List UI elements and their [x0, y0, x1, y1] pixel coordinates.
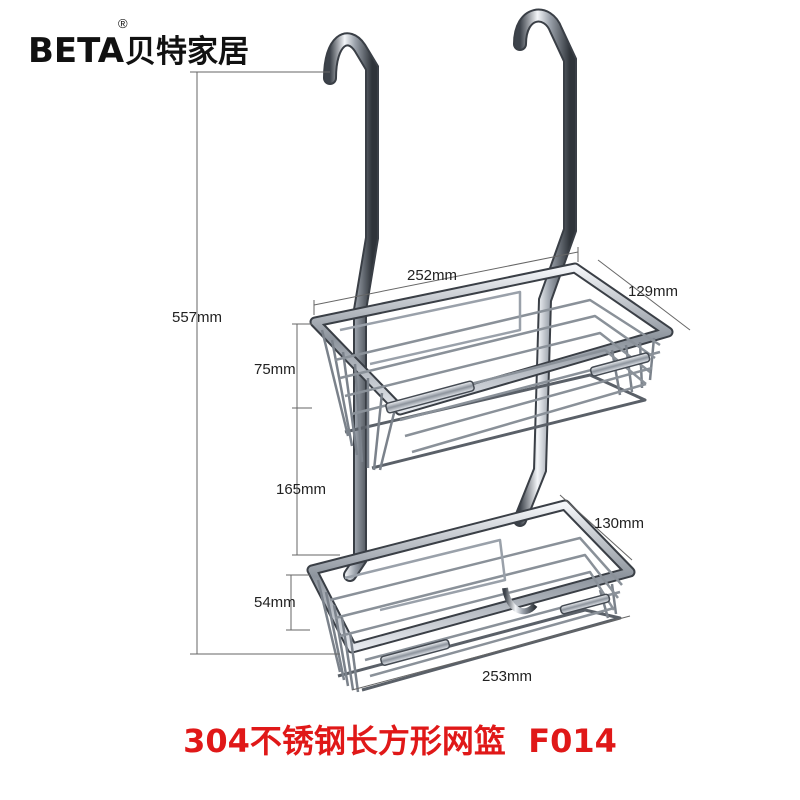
dim-lower-height: 54mm	[254, 594, 296, 611]
dim-upper-width: 252mm	[407, 267, 457, 284]
dim-upper-depth: 129mm	[628, 283, 678, 300]
hanging-rods	[323, 8, 577, 582]
dim-total-height: 557mm	[172, 309, 222, 326]
dim-gap: 165mm	[276, 481, 326, 498]
product-caption: 304不锈钢长方形网篮 F014	[183, 722, 617, 760]
lower-basket	[306, 499, 636, 693]
brand-latin: BETA	[28, 31, 125, 71]
dimension-labels: 557mm 252mm 129mm 75mm 165mm 130mm 54mm …	[172, 267, 678, 685]
dim-upper-height: 75mm	[254, 361, 296, 378]
brand-chinese: 贝特家居	[125, 34, 249, 70]
dimension-lines	[190, 71, 691, 691]
dim-lower-width: 253mm	[482, 668, 532, 685]
upper-basket	[309, 262, 674, 471]
dim-lower-depth: 130mm	[594, 515, 644, 532]
brand-logo: BETA ® 贝特家居	[28, 16, 249, 71]
registered-mark: ®	[118, 16, 128, 31]
